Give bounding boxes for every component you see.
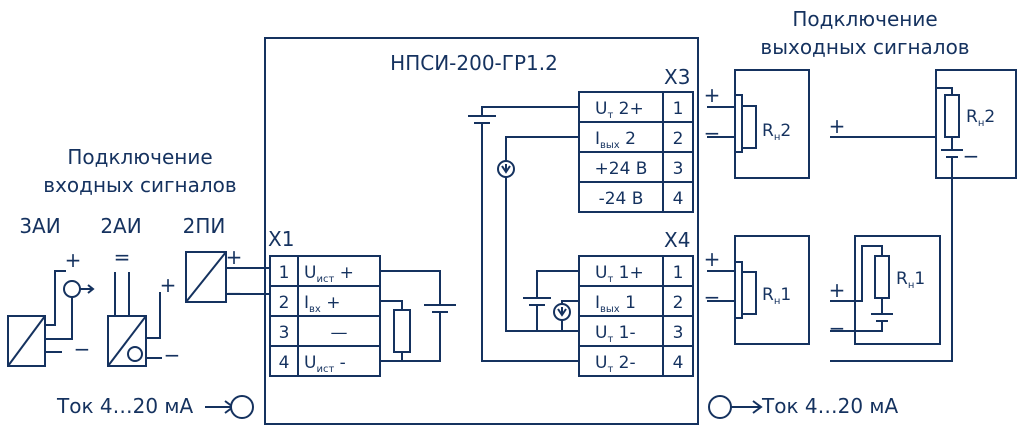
svg-text:Uт 1-: Uт 1- bbox=[595, 323, 636, 345]
load-r1b-minus: − bbox=[829, 316, 846, 340]
x3-pin-4: -24 В 4 bbox=[599, 189, 684, 209]
svg-text:-24 В: -24 В bbox=[599, 189, 644, 209]
x1-name: X1 bbox=[268, 227, 294, 251]
current-arrow-icon bbox=[708, 395, 732, 419]
svg-text:4: 4 bbox=[279, 353, 290, 373]
load-r2-active: Rн2 + − bbox=[829, 69, 1017, 179]
inputs-heading-line2: входных сигналов bbox=[43, 173, 236, 197]
sensor-2pi: + − bbox=[185, 245, 270, 305]
load-r2-minus: − bbox=[704, 121, 721, 145]
x4-pin-1: Uт 1+ 1 bbox=[595, 263, 683, 285]
input-type-3ai: 3АИ bbox=[19, 214, 60, 238]
x4-block bbox=[578, 255, 694, 377]
load-r2-passive: Rн2 + − bbox=[704, 69, 810, 179]
load-r1-plus: + bbox=[704, 247, 721, 271]
x3-pin-1: Uт 2+ 1 bbox=[595, 99, 683, 121]
x1-pin-1: 1 Uист + bbox=[279, 263, 354, 285]
x4-pin-3: Uт 1- 3 bbox=[595, 323, 683, 345]
svg-text:Uт 2+: Uт 2+ bbox=[595, 99, 644, 121]
x1-pin-3: 3 — bbox=[279, 323, 348, 343]
x1-pin-2: 2 Iвх + bbox=[279, 293, 341, 315]
x4-pin-4: Uт 2- 4 bbox=[595, 353, 683, 375]
svg-text:Iвых 2: Iвых 2 bbox=[595, 129, 636, 151]
x1-block bbox=[269, 255, 381, 377]
x3-internal-circuit bbox=[468, 106, 579, 362]
ac-dc-symbol: = bbox=[114, 245, 131, 269]
svg-text:Uист -: Uист - bbox=[304, 353, 346, 375]
x1-pin-4: 4 Uист - bbox=[279, 353, 346, 375]
sensor-2ai: = + − bbox=[107, 245, 181, 367]
load-r2-label: Rн2 bbox=[762, 121, 791, 143]
load-r1-active: Rн1 + − bbox=[829, 178, 953, 362]
input-current: Ток 4…20 мА bbox=[56, 394, 254, 419]
svg-text:3: 3 bbox=[279, 323, 290, 343]
load-r1b-plus: + bbox=[829, 278, 846, 302]
sensor-3ai: + − bbox=[7, 248, 95, 367]
input-type-2pi: 2ПИ bbox=[183, 214, 226, 238]
output-current-label: Ток 4…20 мА bbox=[761, 394, 899, 418]
input-type-2ai: 2АИ bbox=[100, 214, 141, 238]
svg-text:—: — bbox=[331, 323, 348, 343]
load-r2b-minus: − bbox=[963, 144, 980, 168]
svg-text:Iвх +: Iвх + bbox=[304, 293, 340, 315]
load-r2-plus: + bbox=[704, 83, 721, 107]
svg-text:Uт 2-: Uт 2- bbox=[595, 353, 636, 375]
current-source-icon bbox=[127, 346, 143, 362]
return-wire bbox=[830, 178, 953, 362]
output-current: Ток 4…20 мА bbox=[708, 394, 899, 419]
sensor-3ai-plus: + bbox=[65, 248, 82, 272]
sensor-2pi-minus: − bbox=[226, 281, 243, 305]
load-r1b-label: Rн1 bbox=[896, 269, 925, 291]
sensor-3ai-minus: − bbox=[74, 337, 91, 361]
sensor-2pi-plus: + bbox=[226, 245, 243, 269]
current-arrow-icon bbox=[230, 395, 254, 419]
x4-internal-circuit bbox=[523, 270, 579, 331]
svg-text:4: 4 bbox=[673, 189, 684, 209]
svg-text:3: 3 bbox=[673, 159, 684, 179]
load-r1-minus: − bbox=[704, 285, 721, 309]
current-source-icon bbox=[63, 280, 81, 298]
load-r1-label: Rн1 bbox=[762, 285, 791, 307]
sensor-2ai-plus: + bbox=[160, 273, 177, 297]
x4-pin-2: Iвых 1 2 bbox=[595, 293, 683, 315]
svg-text:+24 В: +24 В bbox=[595, 159, 648, 179]
svg-text:1: 1 bbox=[673, 263, 684, 283]
svg-text:4: 4 bbox=[673, 353, 684, 373]
input-current-label: Ток 4…20 мА bbox=[56, 394, 194, 418]
x3-pin-3: +24 В 3 bbox=[595, 159, 684, 179]
svg-text:3: 3 bbox=[673, 323, 684, 343]
outputs-heading-line2: выходных сигналов bbox=[760, 35, 969, 59]
svg-text:1: 1 bbox=[673, 99, 684, 119]
svg-text:Iвых 1: Iвых 1 bbox=[595, 293, 636, 315]
load-r2b-plus: + bbox=[829, 114, 846, 138]
svg-text:2: 2 bbox=[673, 293, 684, 313]
x3-block bbox=[578, 91, 694, 213]
inputs-heading-line1: Подключение bbox=[67, 145, 212, 169]
load-r1-passive: Rн1 + − bbox=[704, 235, 810, 345]
svg-text:2: 2 bbox=[279, 293, 290, 313]
x4-name: X4 bbox=[664, 228, 690, 252]
svg-text:Uист +: Uист + bbox=[304, 263, 354, 285]
load-r2b-label: Rн2 bbox=[966, 107, 995, 129]
x3-pin-2: Iвых 2 2 bbox=[595, 129, 683, 151]
svg-text:Uт 1+: Uт 1+ bbox=[595, 263, 644, 285]
svg-text:2: 2 bbox=[673, 129, 684, 149]
x1-internal-circuit bbox=[380, 270, 456, 362]
device-title: НПСИ-200-ГР1.2 bbox=[390, 51, 558, 75]
svg-text:1: 1 bbox=[279, 263, 290, 283]
outputs-heading-line1: Подключение bbox=[792, 7, 937, 31]
x3-name: X3 bbox=[664, 65, 690, 89]
sensor-2ai-minus: − bbox=[164, 343, 181, 367]
